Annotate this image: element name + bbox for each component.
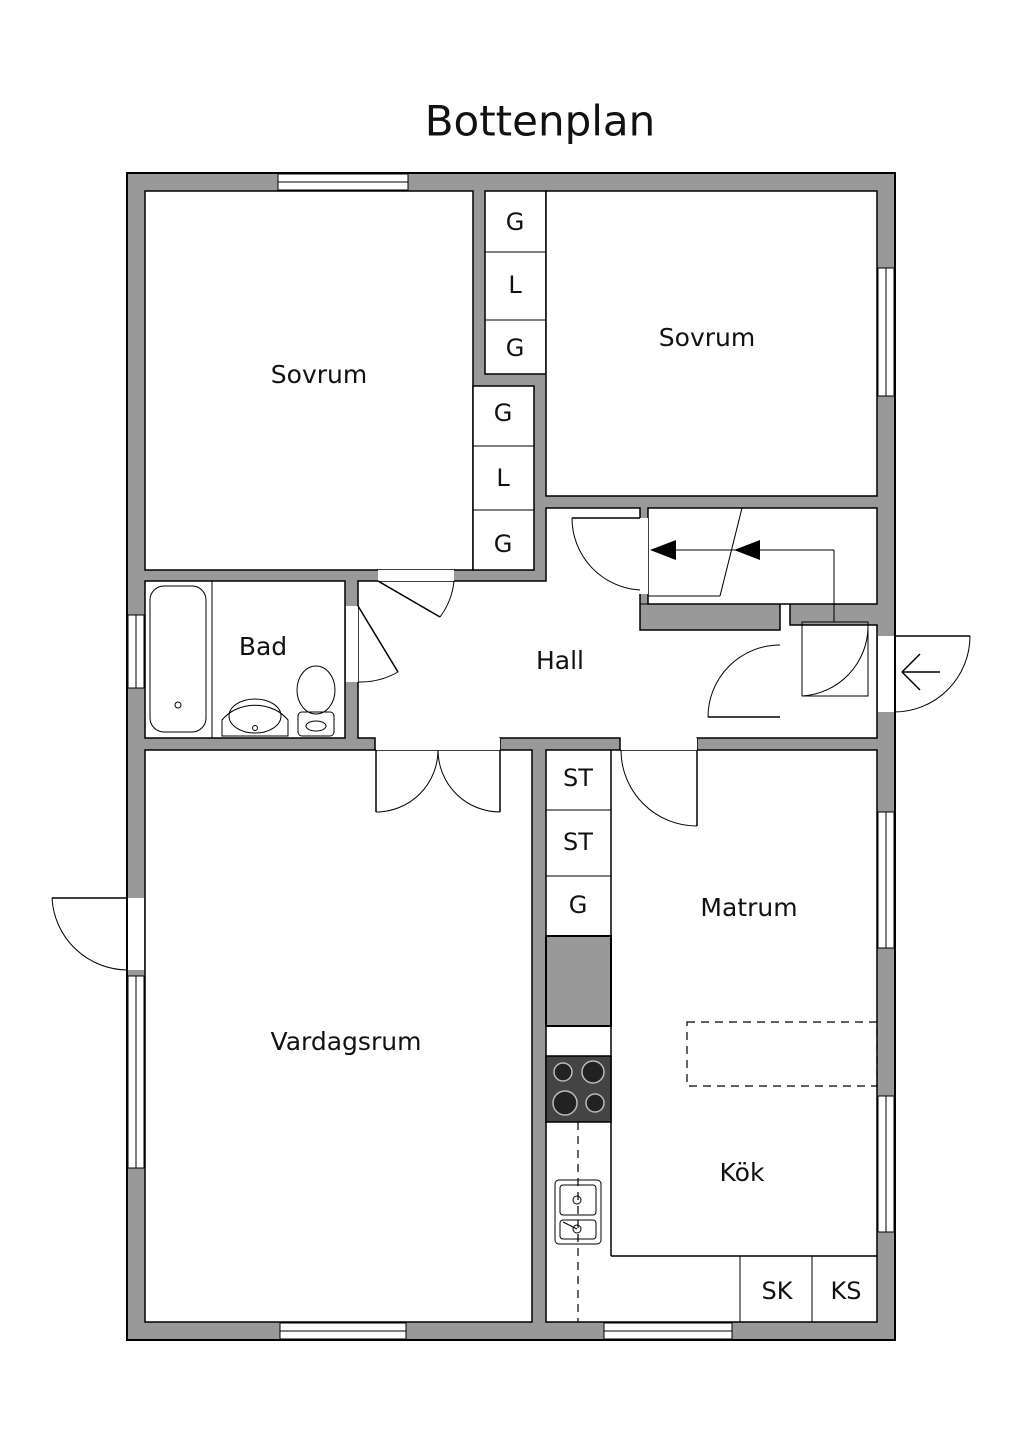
dashed-overhead-outline bbox=[686, 1021, 878, 1087]
washbasin-icon bbox=[221, 698, 289, 737]
doors bbox=[51, 517, 971, 971]
stair-arrow-icon bbox=[639, 507, 835, 631]
cabinet-label: SK bbox=[762, 1277, 794, 1305]
room-label-matrum: Matrum bbox=[700, 893, 797, 922]
room-label-bad: Bad bbox=[239, 632, 287, 661]
closet-cells-lower: G L G bbox=[473, 399, 534, 558]
cabinet-label: L bbox=[496, 464, 510, 492]
room-stairs bbox=[647, 507, 878, 605]
closet-cells-upper: G L G bbox=[485, 208, 546, 362]
room-vardagsrum bbox=[144, 749, 533, 1323]
room-label-sovrum-left: Sovrum bbox=[271, 360, 367, 389]
cabinet-label: G bbox=[494, 399, 513, 427]
room-sovrum-right bbox=[545, 190, 878, 497]
room-label-sovrum-right: Sovrum bbox=[659, 323, 755, 352]
stove-icon bbox=[545, 1055, 612, 1123]
toilet-icon bbox=[296, 665, 336, 737]
cabinet-label: KS bbox=[831, 1277, 862, 1305]
room-label-hall: Hall bbox=[536, 646, 584, 675]
kitchen-counter: ST ST G bbox=[545, 750, 612, 1322]
bathtub-icon bbox=[149, 581, 213, 738]
cabinet-label: L bbox=[508, 271, 522, 299]
plan-title: Bottenplan bbox=[425, 97, 656, 146]
closet-column-lower bbox=[472, 385, 535, 571]
cabinet-label: G bbox=[506, 334, 525, 362]
kitchen-wall-block bbox=[545, 935, 612, 1027]
closet-column-upper bbox=[484, 190, 547, 375]
arrow-left-icon bbox=[901, 653, 940, 691]
cabinet-label: ST bbox=[563, 828, 593, 856]
sink-icon bbox=[554, 1179, 602, 1245]
door-openings bbox=[128, 518, 894, 970]
room-sovrum-left bbox=[144, 190, 474, 571]
cabinet-label: G bbox=[506, 208, 525, 236]
cabinet-label: G bbox=[569, 891, 588, 919]
cabinet-label: G bbox=[494, 530, 513, 558]
cabinet-label: ST bbox=[563, 764, 593, 792]
windows bbox=[127, 173, 895, 1340]
room-labels: Sovrum Sovrum Bad Hall Vardagsrum Matrum… bbox=[239, 323, 798, 1187]
kitchen-bottom-cabinets: SK KS bbox=[611, 1255, 877, 1322]
room-label-kok: Kök bbox=[720, 1158, 765, 1187]
room-label-vardagsrum: Vardagsrum bbox=[271, 1027, 422, 1056]
